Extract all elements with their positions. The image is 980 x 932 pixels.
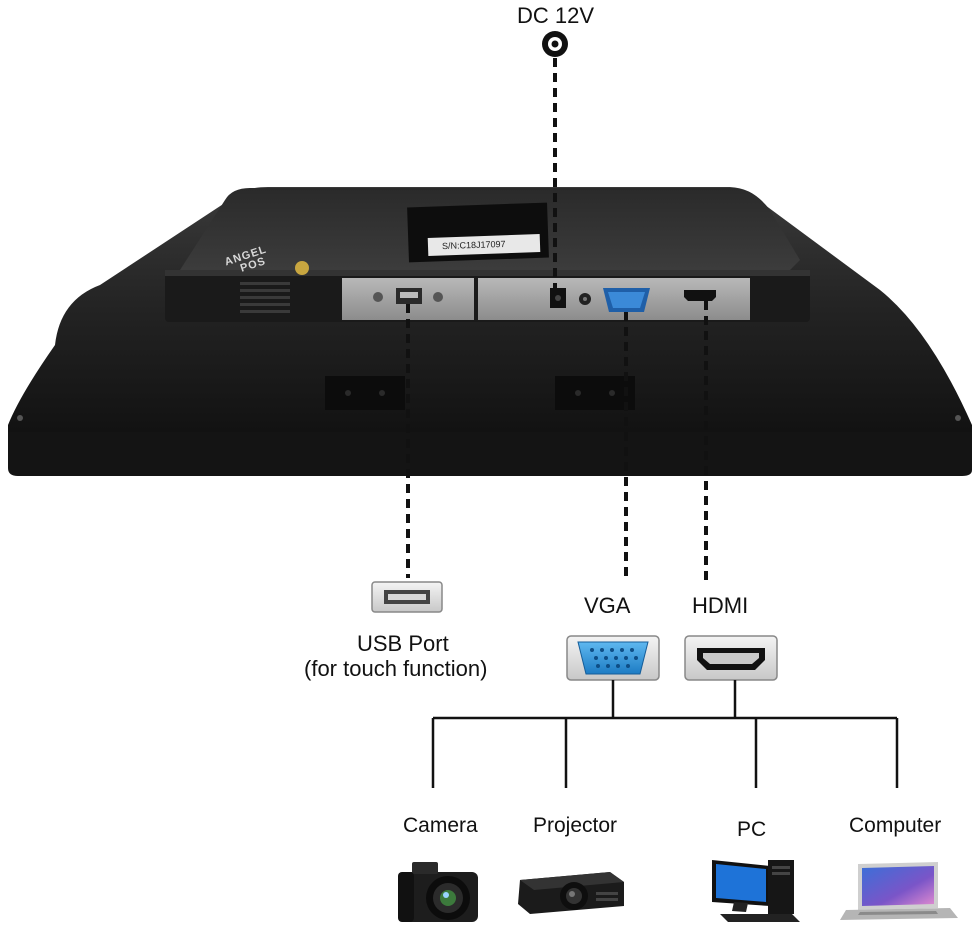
device-label-computer: Computer (849, 814, 942, 837)
hdmi-connector-icon (684, 635, 778, 681)
vga-label: VGA (584, 593, 631, 618)
desktop-pc-icon (712, 860, 800, 922)
device-label-pc: PC (737, 818, 767, 841)
camera-icon (398, 862, 478, 922)
device-label-projector: Projector (533, 814, 618, 837)
monitor-back (8, 187, 972, 476)
projector-icon (518, 872, 624, 914)
usb-port-sublabel: (for touch function) (304, 656, 488, 681)
device-hdmi-port (684, 290, 716, 301)
vga-connector-icon (566, 635, 660, 681)
device-usb-port (396, 288, 422, 304)
device-dc-port (550, 288, 566, 308)
laptop-icon (840, 862, 958, 920)
usb-port-icon (371, 581, 443, 613)
dc-12v-label: DC 12V (517, 3, 595, 28)
connection-tree (431, 680, 899, 788)
device-vga-port (603, 288, 650, 312)
usb-port-label: USB Port (357, 631, 449, 656)
device-label-camera: Camera (403, 814, 478, 837)
hdmi-label: HDMI (692, 593, 749, 618)
dc-jack-icon (542, 31, 568, 57)
